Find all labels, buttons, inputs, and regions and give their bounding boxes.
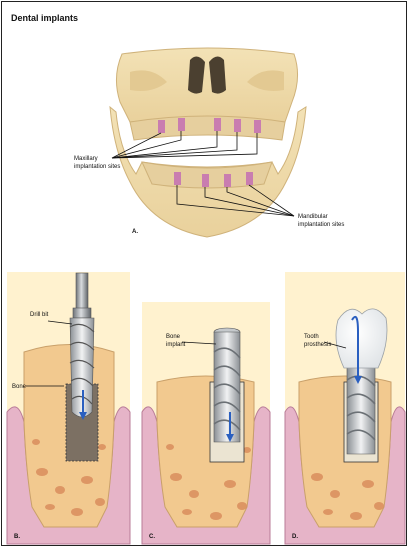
maxillary-site xyxy=(158,120,165,133)
panel-a-letter: A. xyxy=(132,229,138,235)
panel-c-letter: C. xyxy=(149,534,155,540)
mandibular-site xyxy=(224,174,231,187)
panel-c-implant xyxy=(142,302,270,544)
maxillary-site xyxy=(214,118,221,131)
skull-illustration xyxy=(110,48,306,237)
panel-d-letter: D. xyxy=(292,534,298,540)
mandibular-site xyxy=(174,172,181,185)
mandibular-site xyxy=(202,174,209,187)
drill-bit-label: Drill bit xyxy=(30,312,49,318)
panel-b-letter: B. xyxy=(14,534,20,540)
maxillary-site xyxy=(178,118,185,131)
page-title: Dental implants xyxy=(11,13,78,23)
maxillary-site xyxy=(254,120,261,133)
panel-b-drilling xyxy=(7,272,130,544)
maxillary-site xyxy=(234,119,241,132)
bone-label: Bone xyxy=(12,384,27,390)
mandibular-label: Mandibular implantation sites xyxy=(298,214,344,228)
panel-d-prosthesis xyxy=(285,272,405,544)
mandibular-site xyxy=(246,172,253,185)
